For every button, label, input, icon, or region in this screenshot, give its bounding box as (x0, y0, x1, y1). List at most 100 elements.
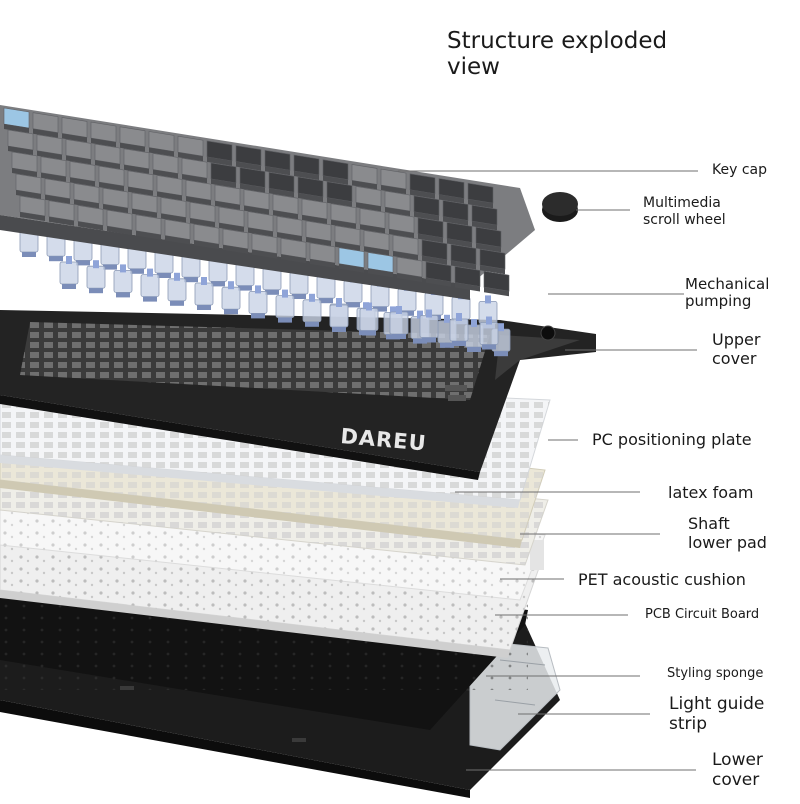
keycap-side (273, 210, 298, 220)
switch-stem (485, 295, 491, 304)
switch-base (143, 296, 157, 302)
keycap-side (136, 230, 161, 240)
keycap-side (389, 229, 414, 239)
keycap-side (476, 243, 501, 253)
switch-housing (329, 304, 349, 328)
switch-housing (140, 274, 160, 298)
keycap-side (414, 211, 439, 221)
label-pc-positioning-plate: PC positioning plate (592, 430, 752, 449)
switch-base (305, 321, 319, 327)
label-pcb-circuit-board: PCB Circuit Board (645, 607, 760, 622)
keycap-side (385, 207, 410, 217)
scroll-wheel-knob (542, 192, 578, 222)
keycap-side (182, 174, 207, 184)
switch-stem (444, 314, 450, 323)
keycap-side (364, 246, 389, 256)
switch-base (76, 260, 90, 266)
keycap-side (240, 183, 265, 193)
switch-stem (120, 264, 126, 273)
switch-stem (309, 293, 315, 302)
keycap-side (393, 251, 418, 261)
switch-stem (486, 316, 492, 325)
switch-base (467, 347, 481, 352)
keycap-side (310, 259, 335, 268)
keycap-side (12, 168, 37, 177)
keycap-side (335, 241, 360, 251)
keycap-side (74, 199, 99, 209)
label-upper-cover: Upper cover (712, 330, 761, 368)
switch-housing (359, 308, 379, 331)
switch-base (170, 300, 184, 306)
keycap-side (236, 161, 261, 171)
switch-base (89, 288, 103, 294)
keycap-side (20, 212, 45, 221)
keycap-side (360, 224, 385, 234)
switch-base (130, 268, 144, 274)
keycap-side (161, 213, 186, 223)
keycap-side (149, 147, 174, 157)
switch-base (251, 313, 265, 319)
switch-housing (194, 282, 214, 306)
keycap-side (252, 249, 277, 259)
keycap-side (223, 244, 248, 254)
label-key-cap: Key cap (712, 162, 767, 178)
keycap-side (443, 216, 468, 226)
keycap-side (265, 166, 290, 176)
keycap-side (306, 237, 331, 246)
keycap-side (95, 160, 120, 170)
keycap-side (468, 199, 493, 209)
keycap-side (323, 175, 348, 185)
switch-stem (93, 260, 99, 269)
switch-base (494, 351, 508, 357)
switch-stem (456, 313, 462, 321)
keycap-side (66, 155, 91, 165)
title-line-2: view (447, 54, 500, 80)
keycap-side (124, 164, 149, 174)
switch-stem (366, 302, 372, 311)
keycap-side (70, 177, 95, 187)
keycap-side (219, 222, 244, 232)
keycap-side (439, 194, 464, 204)
keycap-side (298, 193, 323, 202)
switch-base (346, 302, 360, 308)
switch-stem (147, 268, 153, 277)
keycap-side (41, 172, 66, 182)
keycap-side (244, 205, 269, 215)
switch-base (278, 317, 292, 323)
switch-base (482, 344, 496, 350)
switch-housing (221, 286, 241, 310)
switch-base (238, 285, 252, 291)
label-mechanical-pumping: Mechanical pumping (685, 275, 770, 310)
keycap-side (37, 150, 62, 160)
keycap-side (132, 208, 157, 218)
keycap-side (33, 128, 58, 138)
switch-base (211, 281, 225, 287)
keycap-side (215, 200, 240, 210)
switch-housing (479, 322, 499, 345)
keycap-side (49, 216, 74, 226)
keycap-side (107, 226, 132, 236)
keycap-side (277, 232, 302, 242)
keycap-side (422, 255, 447, 265)
switch-stem (66, 256, 72, 264)
keycap-side (294, 171, 319, 180)
keycap-side (186, 196, 211, 206)
switch-stem (228, 281, 234, 290)
switch-base (157, 273, 171, 278)
switch-base (62, 284, 76, 289)
label-styling-sponge: Styling sponge (667, 666, 764, 681)
label-latex-foam: latex foam (668, 483, 754, 502)
switch-stem (174, 272, 180, 281)
switch-base (392, 334, 406, 339)
keycap-side (302, 215, 327, 224)
switch-base (22, 252, 36, 257)
switch-housing (343, 279, 363, 303)
upper-cover-layer: DAREU (0, 310, 596, 480)
switch-base (413, 338, 427, 344)
diagram-title: Structure exploded view (447, 28, 667, 80)
keycap-side (447, 238, 472, 248)
switch-housing (86, 265, 106, 289)
keycap-side (153, 169, 178, 179)
keycap-side (327, 197, 352, 207)
switch-housing (248, 290, 268, 314)
